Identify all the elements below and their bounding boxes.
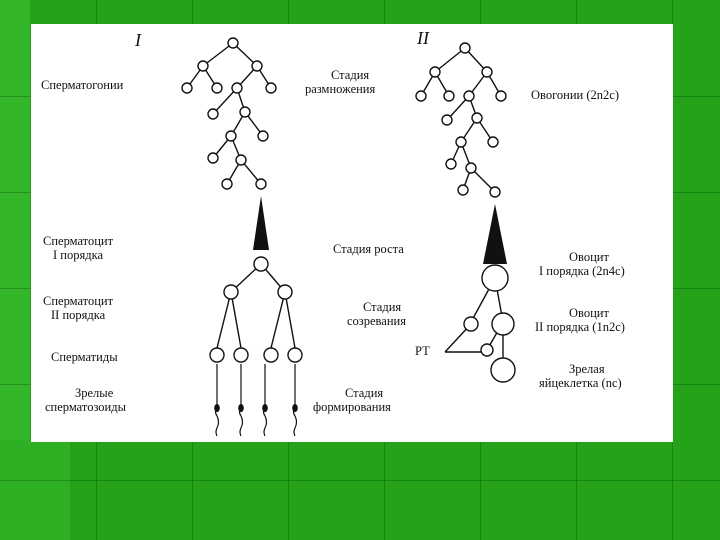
label-spermatocyte1-line1: Сперматоцит	[43, 234, 114, 248]
roman-numeral-left: I	[135, 30, 141, 50]
label-mature-egg-line1: Зрелая	[569, 362, 605, 376]
growth-arrow-right	[483, 204, 507, 264]
label-formation-line1: Стадия	[345, 386, 384, 400]
label-mature-sperm-line2: сперматозоиды	[45, 400, 127, 414]
label-oogonia: Овогонии (2n2c)	[531, 88, 619, 102]
roman-numeral-right: II	[417, 28, 429, 48]
gametogenesis-diagram	[181, 37, 516, 437]
label-mature-sperm-line1: Зрелые	[75, 386, 114, 400]
label-spermatids: Сперматиды	[51, 350, 118, 364]
spermatocyte-tree	[209, 256, 303, 363]
growth-arrow-left	[253, 196, 269, 250]
label-polar-bodies: РТ	[415, 344, 430, 358]
label-spermatogonia: Сперматогонии	[41, 78, 124, 92]
diagram-panel: I II Сперматогонии Сперматоцит I порядка…	[31, 24, 673, 442]
background-band-lower	[0, 440, 70, 540]
label-spermatocyte2-line2: II порядка	[51, 308, 106, 322]
label-reproduction-line1: Стадия	[331, 68, 370, 82]
label-growth: Стадия роста	[333, 242, 404, 256]
label-oocyte1-line2: I порядка (2n4c)	[539, 264, 625, 278]
label-mature-egg-line2: яйцеклетка (nc)	[539, 376, 622, 390]
label-oocyte2-line1: Овоцит	[569, 306, 609, 320]
spermatogonia-tree	[181, 37, 277, 190]
spermatozoa	[214, 364, 298, 437]
oocyte-tree	[444, 264, 516, 383]
label-spermatocyte2-line1: Сперматоцит	[43, 294, 114, 308]
label-reproduction-line2: размножения	[305, 82, 376, 96]
label-maturation-line1: Стадия	[363, 300, 402, 314]
label-oocyte2-line2: II порядка (1n2c)	[535, 320, 625, 334]
label-maturation-line2: созревания	[347, 314, 406, 328]
label-formation-line2: формирования	[313, 400, 391, 414]
label-spermatocyte1-line2: I порядка	[53, 248, 104, 262]
label-oocyte1-line1: Овоцит	[569, 250, 609, 264]
oogonia-tree	[415, 42, 507, 198]
